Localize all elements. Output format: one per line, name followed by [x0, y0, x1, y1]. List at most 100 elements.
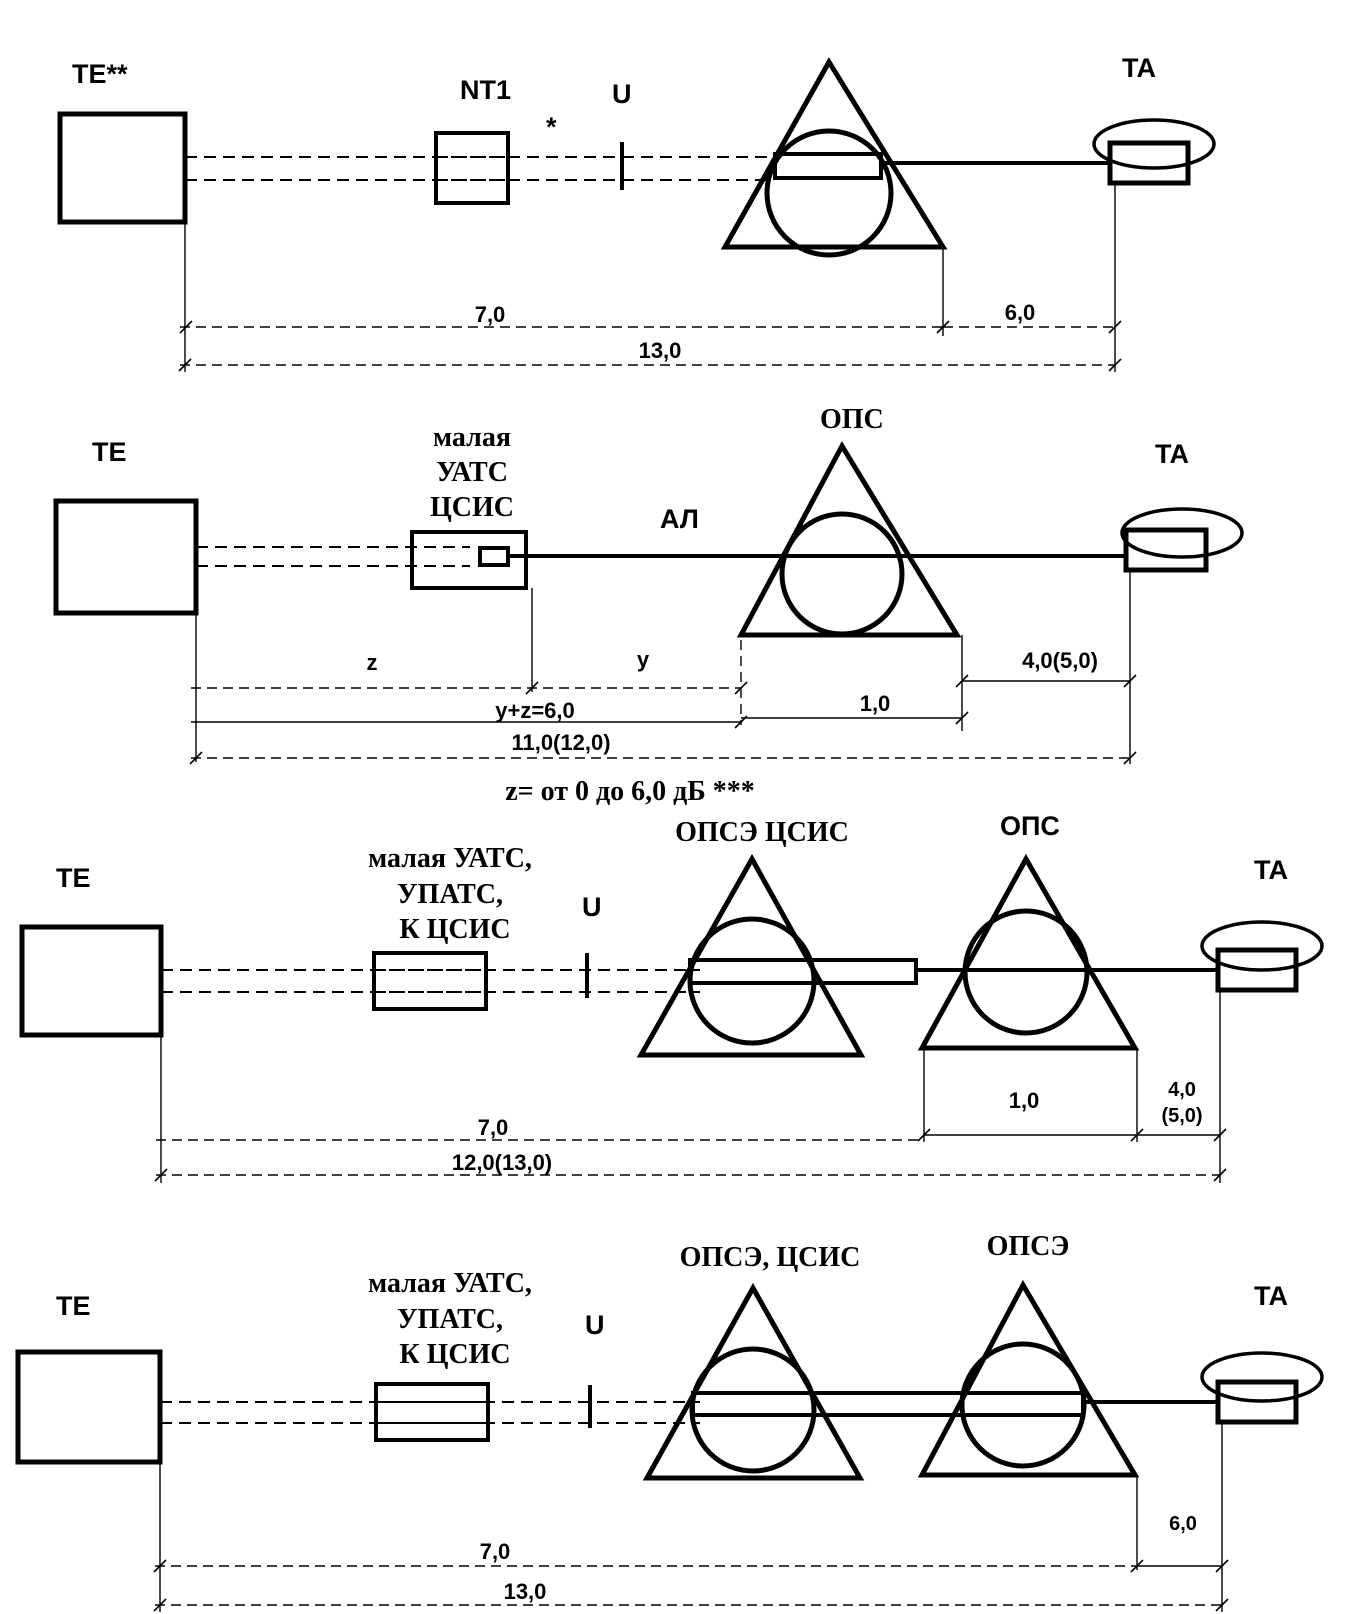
dimension-value: 13,0 [504, 1579, 547, 1604]
pbx-label-line3: К ЦСИС [399, 1339, 510, 1370]
dimension-value: 1,0 [1009, 1088, 1040, 1113]
isdn-exchange-triangle [636, 853, 866, 1058]
dimension-tick [154, 1168, 168, 1182]
terminal-equipment-box [19, 924, 164, 1038]
pbx-interface-box [478, 546, 510, 567]
exchange-triangle [917, 853, 1140, 1051]
nt1-box [434, 131, 510, 205]
pbx-label-line3: К ЦСИС [399, 914, 510, 945]
dimension-value: 12,0(13,0) [452, 1150, 552, 1175]
dimension-tick [1215, 1598, 1229, 1612]
dimension-tick [178, 358, 192, 372]
dimension-value: 7,0 [475, 302, 506, 327]
dimension-tick [1108, 320, 1122, 334]
dimension-value: 7,0 [478, 1115, 509, 1140]
te-label: TE [92, 437, 127, 467]
te-label: TE [56, 1291, 91, 1321]
al-label: АЛ [660, 504, 699, 534]
u-reference-label: U [612, 79, 632, 109]
isdn-exchange-triangle [917, 1279, 1140, 1478]
dimension-tick [955, 674, 969, 688]
star-mark: * [546, 112, 557, 142]
dimension-value: 4,0 [1168, 1079, 1196, 1101]
dimension-tick [179, 320, 193, 334]
dimension-value: (5,0) [1161, 1105, 1202, 1127]
dimension-tick [734, 681, 748, 695]
exchange-circle [764, 128, 894, 258]
ta-label: TA [1155, 439, 1189, 469]
diagram-1: TE** NT1 * U TA 7,0 6,0 13,0 [57, 53, 1216, 372]
pbx-label-line1: малая [433, 422, 511, 453]
pbx-label-line2: УПАТС, [397, 1304, 503, 1335]
dimension-value: 4,0(5,0) [1022, 648, 1098, 673]
dimension-tick [153, 1598, 167, 1612]
exchange-triangle [736, 440, 962, 638]
pbx-label-line1: малая УАТС, [368, 1268, 532, 1299]
dimension-value: 6,0 [1005, 300, 1036, 325]
terminal-equipment-box [53, 498, 199, 616]
pbx-label-line2: УАТС [436, 457, 508, 488]
u-reference-label: U [582, 892, 602, 922]
dimension-tick [936, 320, 950, 334]
isdn-exchange-triangle [642, 1282, 865, 1481]
line-interface-box [773, 152, 883, 180]
te-label: TE [56, 863, 91, 893]
exchange-label: ОПС [820, 404, 884, 435]
telephone-handset [1200, 920, 1324, 972]
pbx-box [374, 1382, 490, 1442]
diagram-2: TE малая УАТС ЦСИС АЛ ОПС TA [53, 404, 1244, 807]
exchange-label: ОПСЭ, ЦСИС [680, 1242, 861, 1273]
dimension-tick [1123, 674, 1137, 688]
dimension-tick [1130, 1128, 1144, 1142]
pbx-label-line3: ЦСИС [430, 492, 514, 523]
te-label: TE** [72, 59, 128, 89]
dimension-tick [525, 681, 539, 695]
z-range-note: z= от 0 до 6,0 дБ *** [505, 776, 755, 807]
dimension-tick [917, 1128, 931, 1142]
y-label: y [637, 647, 650, 672]
telephone-set-box [1123, 527, 1209, 573]
diagram-4: TE малая УАТС, УПАТС, К ЦСИС U ОПСЭ, ЦСИ… [15, 1231, 1324, 1612]
telephone-handset [1092, 118, 1216, 170]
telephone-handset [1200, 1351, 1324, 1403]
telephone-handset [1120, 507, 1244, 559]
exchange-circle [779, 511, 905, 637]
dimension-value: 11,0(12,0) [511, 730, 610, 755]
dimension-value: 1,0 [860, 691, 891, 716]
dimension-tick [1108, 358, 1122, 372]
u-reference-label: U [585, 1310, 605, 1340]
diagram-3: TE малая УАТС, УПАТС, К ЦСИС U ОПСЭ ЦСИС… [19, 811, 1324, 1183]
pbx-label-line1: малая УАТС, [368, 843, 532, 874]
pbx-box [372, 951, 488, 1011]
telephone-set-box [1215, 1379, 1299, 1425]
dimension-tick [1213, 1168, 1227, 1182]
ta-label: TA [1254, 855, 1288, 885]
trunk-interface-box [691, 1391, 1085, 1417]
dimension-tick [1123, 751, 1137, 765]
isdn-exchange-circle [959, 1341, 1087, 1469]
dimension-tick [1130, 1559, 1144, 1573]
telephone-set-box [1107, 140, 1191, 186]
isdn-exchange-circle [689, 1346, 817, 1474]
exchange-label: ОПСЭ ЦСИС [675, 817, 849, 848]
ta-label: TA [1254, 1281, 1288, 1311]
dimension-value: 6,0 [1169, 1513, 1197, 1535]
dimension-value: y+z=6,0 [495, 698, 575, 723]
exchange-label: ОПС [1000, 811, 1060, 841]
dimension-tick [1213, 1128, 1227, 1142]
terminal-equipment-box [57, 111, 188, 225]
ta-label: TA [1122, 53, 1156, 83]
dimension-tick [734, 715, 748, 729]
exchange-label: ОПСЭ [987, 1231, 1070, 1262]
nt1-label: NT1 [460, 75, 511, 105]
z-label: z [367, 650, 378, 675]
pbx-label-line2: УПАТС, [397, 879, 503, 910]
terminal-equipment-box [15, 1349, 163, 1465]
dimension-value: 7,0 [480, 1539, 511, 1564]
dimension-value: 13,0 [639, 338, 682, 363]
dimension-tick [189, 751, 203, 765]
trunk-interface-box [688, 958, 918, 985]
pbx-box [410, 530, 528, 590]
telephone-set-box [1215, 947, 1299, 993]
